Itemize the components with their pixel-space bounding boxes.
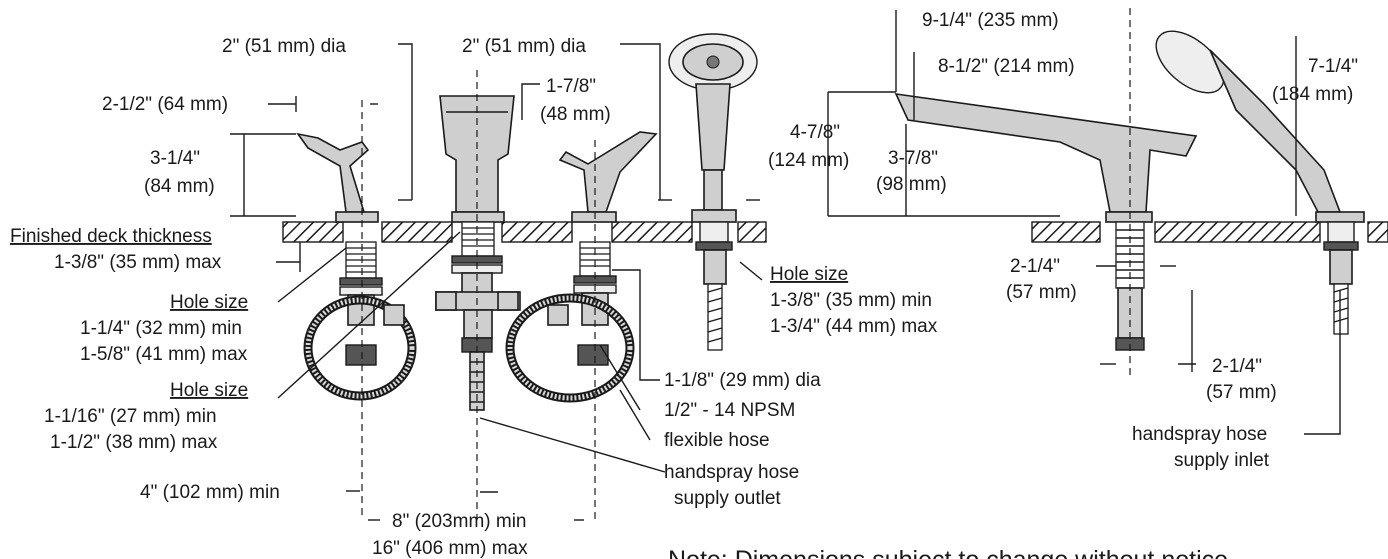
label-deck-title: Finished deck thickness xyxy=(10,226,212,247)
label-side-a1: 2-1/4" xyxy=(1010,256,1060,277)
label-note: Note: Dimensions subject to change witho… xyxy=(668,546,1235,559)
spout-shank-thread xyxy=(461,221,495,257)
label-handle-offset: 2-1/2" (64 mm) xyxy=(102,94,228,115)
right-handle xyxy=(558,131,658,366)
left-handle xyxy=(296,132,383,366)
handspray-front xyxy=(668,33,758,351)
labels: 2" (51 mm) dia 2" (51 mm) dia 2-1/2" (64… xyxy=(10,10,1358,559)
front-leaders xyxy=(230,43,763,521)
label-hole1-min: 1-1/4" (32 mm) min xyxy=(80,318,242,339)
label-center-max: 16" (406 mm) max xyxy=(372,538,528,559)
label-hole3-max: 1-3/4" (44 mm) max xyxy=(770,316,938,337)
label-deck-max: 1-3/8" (35 mm) max xyxy=(54,252,222,273)
label-shank-dia: 1-1/8" (29 mm) dia xyxy=(664,370,821,391)
label-hole3-title: Hole size xyxy=(770,264,848,285)
center-spout xyxy=(435,95,521,411)
deck-front xyxy=(282,221,767,243)
label-npsm: 1/2" - 14 NPSM xyxy=(664,400,795,421)
label-spout-h-a: 4-7/8" xyxy=(790,122,840,143)
label-hole2-max: 1-1/2" (38 mm) max xyxy=(50,432,218,453)
label-inlet-a: handspray hose xyxy=(1132,424,1267,445)
label-hole2-min: 1-1/16" (27 mm) min xyxy=(44,406,217,427)
label-spout-h2-a: 3-7/8" xyxy=(888,148,938,169)
label-hole1-title: Hole size xyxy=(170,292,248,313)
label-side-b1: 2-1/4" xyxy=(1212,356,1262,377)
label-spout-h2-b: (98 mm) xyxy=(876,174,947,195)
label-spout-reach: 9-1/4" (235 mm) xyxy=(922,10,1059,31)
label-spout-offset-b: (48 mm) xyxy=(540,104,611,125)
flex-hoses xyxy=(303,291,635,403)
right-shank-thread xyxy=(579,241,611,277)
label-hs-h-b: (184 mm) xyxy=(1272,84,1353,105)
label-hole1-max: 1-5/8" (41 mm) max xyxy=(80,344,248,365)
label-flex-hose: flexible hose xyxy=(664,430,770,451)
label-hole3-min: 1-3/8" (35 mm) min xyxy=(770,290,932,311)
label-side-a2: (57 mm) xyxy=(1006,282,1077,303)
label-side-b2: (57 mm) xyxy=(1206,382,1277,403)
side-leaders xyxy=(827,10,1341,435)
label-spout-dia: 2" (51 mm) dia xyxy=(222,36,346,57)
deck-side xyxy=(1031,221,1388,243)
label-hole2-title: Hole size xyxy=(170,380,248,401)
label-handle-height-b: (84 mm) xyxy=(144,176,215,197)
label-outlet-a: handspray hose xyxy=(664,462,799,483)
label-handle-height-a: 3-1/4" xyxy=(150,148,200,169)
side-handspray xyxy=(1155,30,1365,335)
label-inlet-b: supply inlet xyxy=(1174,450,1270,471)
label-hs-h-a: 7-1/4" xyxy=(1308,56,1358,77)
label-spout-offset-a: 1-7/8" xyxy=(546,76,596,97)
label-spout-h-b: (124 mm) xyxy=(768,150,849,171)
label-min-spacing: 4" (102 mm) min xyxy=(140,482,280,503)
label-center-min: 8" (203mm) min xyxy=(392,511,527,532)
left-shank-thread xyxy=(345,241,377,279)
label-hand-dia: 2" (51 mm) dia xyxy=(462,36,586,57)
label-spout-reach2: 8-1/2" (214 mm) xyxy=(938,56,1075,77)
label-outlet-b: supply outlet xyxy=(674,488,781,509)
